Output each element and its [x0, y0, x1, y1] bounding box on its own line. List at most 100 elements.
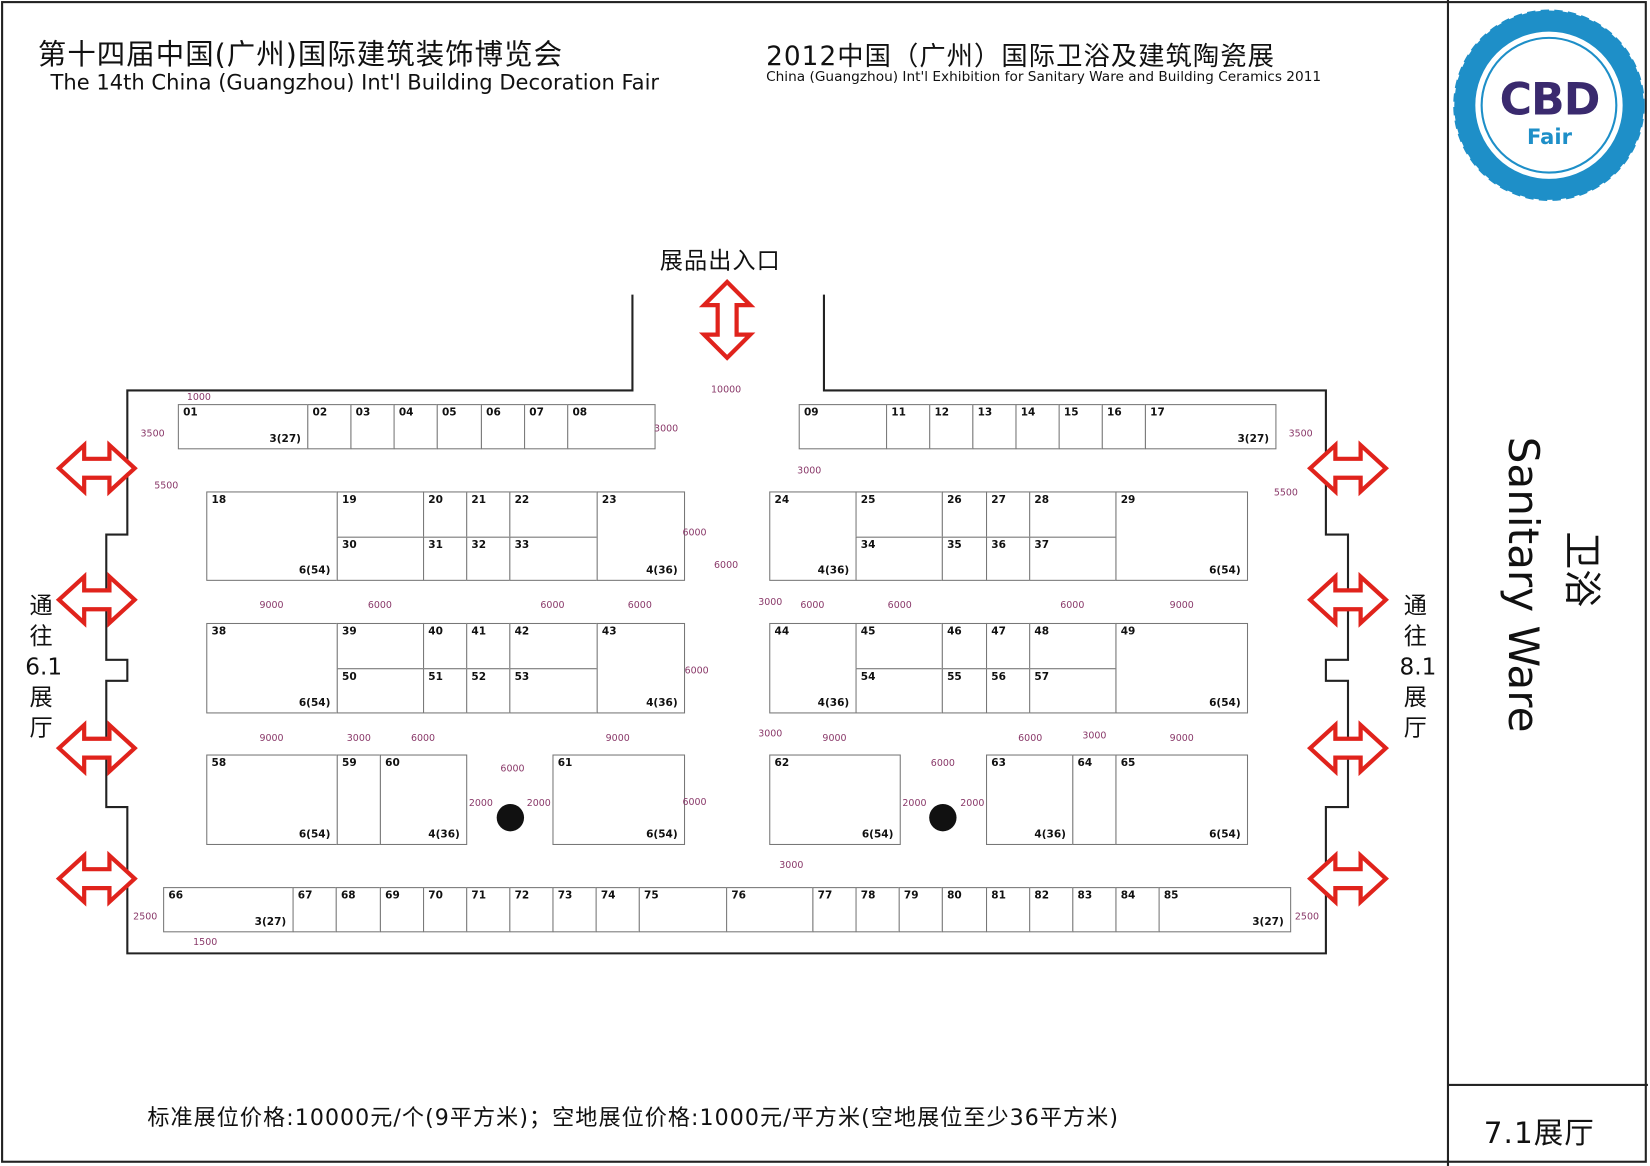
booth-05[interactable]: 05 [436, 404, 482, 450]
booth-74[interactable]: 74 [595, 887, 640, 933]
booth-16[interactable]: 16 [1101, 404, 1146, 450]
booth-51[interactable]: 51 [423, 668, 468, 714]
booth-82[interactable]: 82 [1029, 887, 1074, 933]
booth-number: 73 [557, 890, 573, 902]
booth-06[interactable]: 06 [480, 404, 526, 450]
booth-30[interactable]: 30 [336, 536, 425, 581]
booth-15[interactable]: 15 [1058, 404, 1103, 450]
booth-22[interactable]: 22 [509, 491, 598, 538]
booth-27[interactable]: 27 [986, 491, 1031, 538]
booth-number: 75 [644, 890, 659, 902]
booth-33[interactable]: 33 [509, 536, 598, 581]
booth-67[interactable]: 67 [292, 887, 337, 933]
booth-84[interactable]: 84 [1115, 887, 1160, 933]
booth-54[interactable]: 54 [855, 668, 943, 714]
booth-19[interactable]: 19 [336, 491, 425, 538]
booth-70[interactable]: 70 [423, 887, 468, 933]
booth-07[interactable]: 07 [524, 404, 569, 450]
booth-number: 81 [991, 890, 1006, 902]
booth-79[interactable]: 79 [898, 887, 943, 933]
booth-35[interactable]: 35 [941, 536, 988, 581]
booth-09[interactable]: 09 [798, 404, 888, 450]
booth-08[interactable]: 08 [567, 404, 656, 450]
booth-68[interactable]: 68 [335, 887, 381, 933]
booth-39[interactable]: 39 [336, 622, 425, 670]
booth-number: 04 [398, 407, 414, 419]
booth-36[interactable]: 36 [986, 536, 1031, 581]
booth-03[interactable]: 03 [350, 404, 395, 450]
booth-21[interactable]: 21 [466, 491, 511, 538]
booth-81[interactable]: 81 [986, 887, 1031, 933]
booth-14[interactable]: 14 [1015, 404, 1060, 450]
booth-53[interactable]: 53 [509, 668, 598, 714]
booth-12[interactable]: 12 [929, 404, 974, 450]
booth-69[interactable]: 69 [379, 887, 425, 933]
booth-20[interactable]: 20 [423, 491, 468, 538]
booth-number: 65 [1120, 757, 1136, 770]
booth-13[interactable]: 13 [972, 404, 1017, 450]
booth-50[interactable]: 50 [336, 668, 425, 714]
booth-41[interactable]: 41 [466, 622, 511, 670]
booth-52[interactable]: 52 [466, 668, 511, 714]
booth-number: 05 [441, 407, 457, 419]
booth-46[interactable]: 46 [941, 622, 988, 670]
booth-77[interactable]: 77 [812, 887, 857, 933]
dimension-label: 6000 [1018, 733, 1043, 744]
booth-75[interactable]: 75 [638, 887, 728, 933]
booth-11[interactable]: 11 [886, 404, 931, 450]
booth-48[interactable]: 48 [1029, 622, 1117, 670]
booth-37[interactable]: 37 [1029, 536, 1117, 581]
booth-59[interactable]: 59 [336, 754, 381, 845]
dimension-label: 2500 [133, 912, 158, 923]
dimension-label: 1000 [186, 392, 211, 404]
booth-76[interactable]: 76 [726, 887, 814, 933]
booth-45[interactable]: 45 [855, 622, 943, 670]
booth-71[interactable]: 71 [466, 887, 511, 933]
booth-73[interactable]: 73 [552, 887, 597, 933]
booth-56[interactable]: 56 [986, 668, 1031, 714]
booth-size: 6(54) [1209, 565, 1241, 577]
booth-57[interactable]: 57 [1029, 668, 1117, 714]
booth-72[interactable]: 72 [509, 887, 554, 933]
booth-number: 50 [341, 671, 357, 683]
label-char: 厅 [1403, 715, 1427, 742]
booth-55[interactable]: 55 [941, 668, 988, 714]
booth-42[interactable]: 42 [509, 622, 598, 670]
entrance-arrow-icon [698, 279, 756, 361]
booth-31[interactable]: 31 [423, 536, 468, 581]
booth-80[interactable]: 80 [941, 887, 988, 933]
booth-04[interactable]: 04 [393, 404, 438, 450]
booth-64[interactable]: 64 [1072, 754, 1117, 845]
booth-83[interactable]: 83 [1072, 887, 1117, 933]
right-exit-label: 通 往 8.1 展 厅 [1400, 591, 1437, 744]
booth-78[interactable]: 78 [855, 887, 900, 933]
booth-28[interactable]: 28 [1029, 491, 1117, 538]
booth-25[interactable]: 25 [855, 491, 943, 538]
booth-number: 02 [312, 407, 328, 419]
booth-26[interactable]: 26 [941, 491, 988, 538]
booth-47[interactable]: 47 [986, 622, 1031, 670]
booth-32[interactable]: 32 [466, 536, 511, 581]
booth-40[interactable]: 40 [423, 622, 468, 670]
booth-02[interactable]: 02 [307, 404, 352, 450]
booth-number: 22 [514, 494, 530, 507]
booth-34[interactable]: 34 [855, 536, 943, 581]
